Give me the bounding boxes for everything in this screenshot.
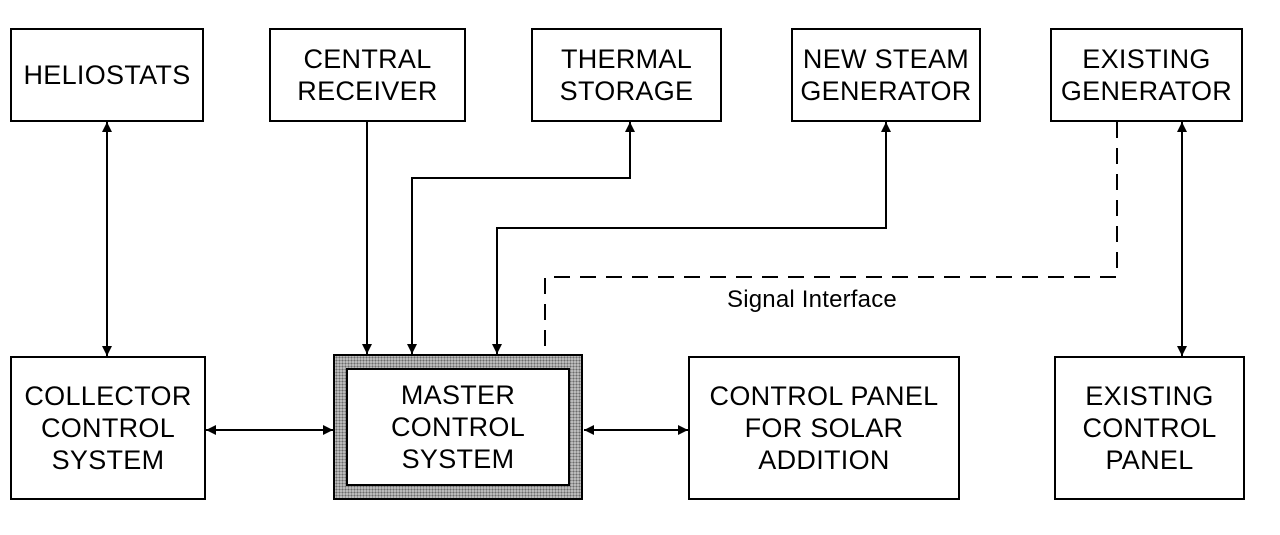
master-control-system-block: MASTER CONTROL SYSTEM	[346, 368, 570, 486]
signal-interface-line	[544, 122, 1118, 354]
master-control-system-label-line2: CONTROL	[390, 412, 526, 442]
existing-control-panel-label-line1: EXISTING	[1085, 381, 1214, 411]
heliostats-label: HELIOSTATS	[23, 60, 191, 90]
collector-control-system-label-line2: CONTROL	[40, 413, 176, 443]
existing-generator-block: EXISTING GENERATOR	[1050, 28, 1243, 122]
heliostats-block: HELIOSTATS	[10, 28, 204, 122]
collector-control-system-label-line3: SYSTEM	[51, 445, 165, 475]
new-steam-generator-label-line2: GENERATOR	[800, 76, 972, 106]
existing-control-panel-block: EXISTING CONTROL PANEL	[1054, 356, 1245, 500]
thermal-storage-label-line2: STORAGE	[559, 76, 694, 106]
existing-control-panel-label-line3: PANEL	[1105, 445, 1194, 475]
collector-control-system-block: COLLECTOR CONTROL SYSTEM	[10, 356, 206, 500]
master-control-system-label-line1: MASTER	[400, 380, 516, 410]
collector-control-system-label-line1: COLLECTOR	[24, 381, 192, 411]
signal-interface-label: Signal Interface	[727, 286, 897, 313]
central-receiver-block: CENTRAL RECEIVER	[269, 28, 466, 122]
thermal-storage-label-line1: THERMAL	[560, 44, 693, 74]
new-steam-generator-block: NEW STEAM GENERATOR	[791, 28, 981, 122]
central-receiver-label-line1: CENTRAL	[303, 44, 432, 74]
thermal-storage-block: THERMAL STORAGE	[531, 28, 722, 122]
control-panel-solar-addition-block: CONTROL PANEL FOR SOLAR ADDITION	[688, 356, 960, 500]
control-panel-solar-label-line1: CONTROL PANEL	[709, 381, 939, 411]
master-control-system-label-line3: SYSTEM	[401, 444, 515, 474]
link-steam-generator-master	[492, 122, 891, 354]
existing-generator-label-line2: GENERATOR	[1060, 76, 1233, 106]
control-panel-solar-label-line2: FOR SOLAR	[744, 413, 904, 443]
link-storage-master	[407, 122, 635, 354]
existing-control-panel-label-line2: CONTROL	[1082, 413, 1217, 443]
central-receiver-label-line2: RECEIVER	[297, 76, 438, 106]
new-steam-generator-label-line1: NEW STEAM	[802, 44, 970, 74]
control-panel-solar-label-line3: ADDITION	[758, 445, 890, 475]
existing-generator-label-line1: EXISTING	[1082, 44, 1211, 74]
